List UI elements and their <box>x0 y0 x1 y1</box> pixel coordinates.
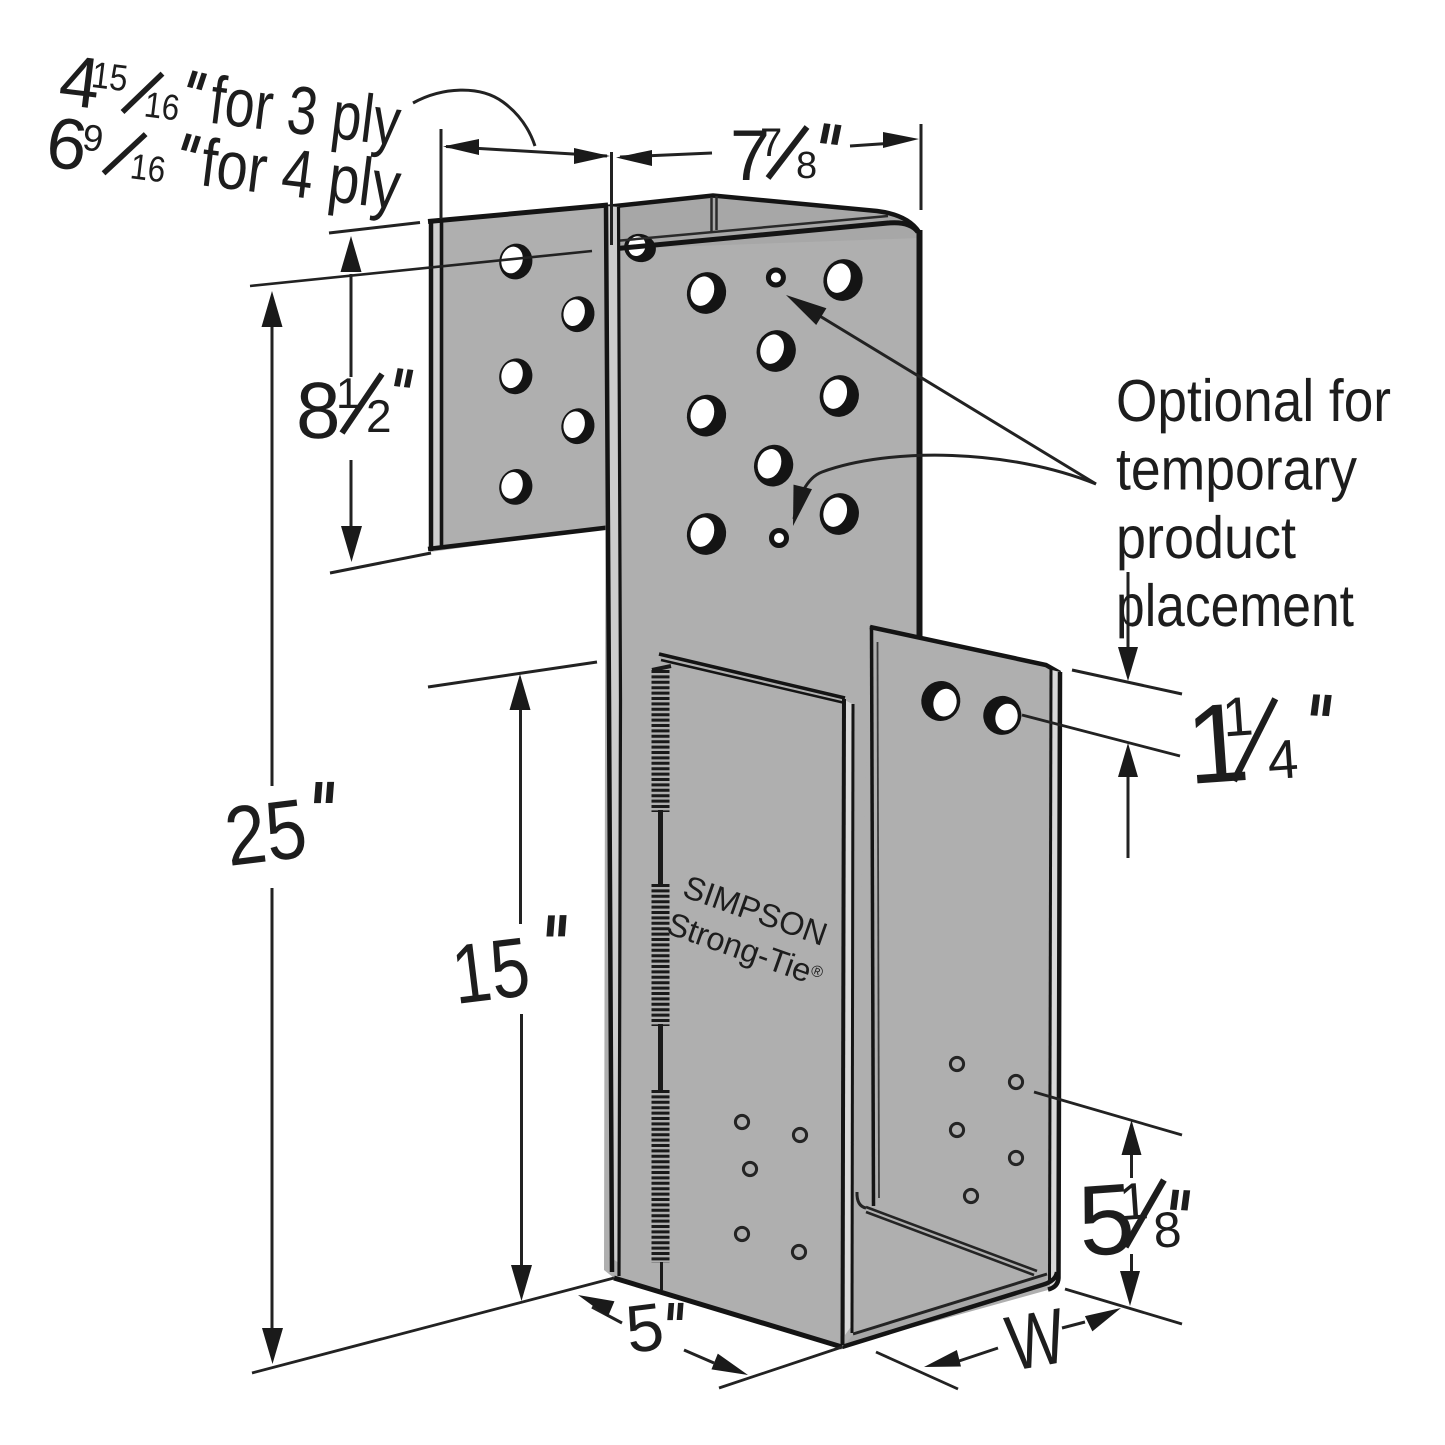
svg-text:1: 1 <box>336 370 360 418</box>
svg-text:16: 16 <box>128 145 168 190</box>
svg-text:Optional for: Optional for <box>1116 367 1391 434</box>
svg-text:1: 1 <box>1117 1172 1150 1232</box>
svg-text:product: product <box>1116 504 1296 571</box>
svg-text:5: 5 <box>622 1289 668 1368</box>
svg-text:4: 4 <box>1265 727 1300 791</box>
svg-text:25: 25 <box>220 781 312 884</box>
svg-text:7: 7 <box>760 121 782 165</box>
svg-text:5: 5 <box>1075 1162 1138 1278</box>
svg-text:7: 7 <box>730 116 770 196</box>
svg-text:6: 6 <box>42 102 91 186</box>
svg-text:15: 15 <box>89 54 130 99</box>
svg-text:9: 9 <box>80 117 105 160</box>
svg-text:2: 2 <box>366 390 392 442</box>
svg-text:8: 8 <box>296 366 341 455</box>
svg-text:16: 16 <box>142 84 182 129</box>
svg-text:1: 1 <box>1220 684 1255 748</box>
svg-text:15: 15 <box>447 919 535 1022</box>
svg-text:4: 4 <box>55 40 104 124</box>
svg-text:8: 8 <box>1151 1201 1183 1259</box>
svg-text:placement: placement <box>1116 572 1354 639</box>
svg-text:8: 8 <box>796 145 817 187</box>
svg-text:1: 1 <box>1182 679 1253 808</box>
svg-text:temporary: temporary <box>1116 436 1357 503</box>
